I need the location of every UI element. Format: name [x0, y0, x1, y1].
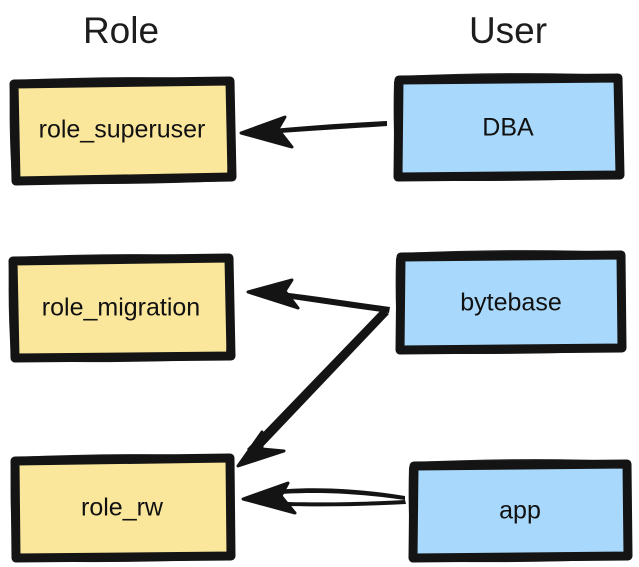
edge-app-to-role_rw-shaft-upper [258, 488, 405, 500]
node-role_migration-sketch-overlay [8, 254, 234, 363]
node-app[interactable] [408, 459, 633, 563]
edge-bytebase-to-role_rw-arrowhead [236, 430, 286, 468]
node-bytebase-sketch-overlay [395, 250, 626, 355]
node-app-shape [408, 459, 633, 563]
node-role_migration[interactable] [8, 253, 236, 363]
column-header-role: Role [82, 10, 160, 51]
node-role_superuser-shape [9, 76, 237, 186]
node-role_migration-shape [8, 253, 236, 363]
node-dba[interactable] [393, 73, 625, 182]
edge-app-to-role_rw-shaft-lower [259, 500, 406, 507]
node-role_rw-sketch-overlay [10, 454, 235, 563]
edge-bytebase-to-role_rw-shaft [247, 309, 389, 455]
edge-app-to-role_rw [241, 481, 406, 515]
node-app-sketch-overlay [408, 459, 632, 563]
edge-bytebase-to-role_migration-arrowhead [246, 278, 300, 310]
edge-dba-to-role_superuser-arrowhead [239, 115, 294, 149]
edge-bytebase-to-role_rw [236, 309, 389, 468]
node-bytebase-shape [395, 250, 627, 355]
edge-dba-to-role_superuser-shaft [248, 121, 387, 135]
node-dba-shape [393, 73, 625, 182]
edge-dba-to-role_superuser [239, 115, 387, 149]
node-dba-sketch-overlay [393, 73, 624, 182]
edge-app-to-role_rw-arrowhead [241, 481, 297, 515]
node-role_rw-shape [10, 453, 236, 563]
node-bytebase[interactable] [395, 250, 627, 355]
node-role_superuser[interactable] [9, 76, 237, 186]
edge-bytebase-to-role_migration [246, 278, 390, 313]
column-header-user: User [468, 10, 548, 51]
node-role_rw[interactable] [10, 453, 236, 563]
node-role_superuser-sketch-overlay [9, 77, 235, 185]
